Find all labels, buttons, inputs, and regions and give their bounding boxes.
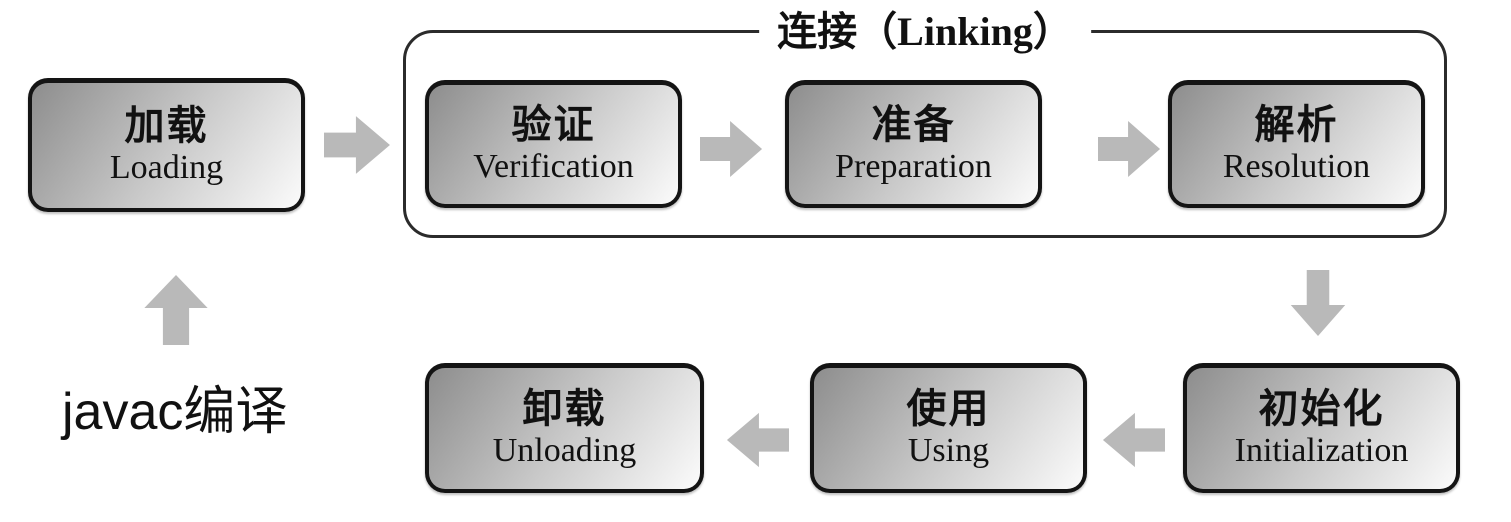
stage-loading-en-label: Loading: [109, 148, 224, 186]
stage-resolution-zh-label: 解析: [1254, 101, 1339, 147]
linking-group-frame: 连接（Linking）: [403, 6, 1447, 238]
stage-verification-zh-label: 验证: [511, 101, 596, 147]
stage-using: 使用 Using: [810, 363, 1087, 493]
javac-compile-label: javac编译: [62, 383, 288, 441]
stage-resolution: 解析 Resolution: [1168, 80, 1425, 208]
stage-unloading-en-label: Unloading: [492, 431, 637, 469]
stage-using-en-label: Using: [907, 431, 990, 469]
arrow-left-icon: [725, 411, 789, 469]
stage-preparation: 准备 Preparation: [785, 80, 1042, 208]
stage-initialization: 初始化 Initialization: [1183, 363, 1460, 493]
stage-preparation-en-label: Preparation: [835, 147, 992, 185]
stage-unloading: 卸载 Unloading: [425, 363, 704, 493]
arrow-right-icon: [324, 114, 392, 176]
stage-verification-en-label: Verification: [473, 147, 634, 185]
arrow-right-icon: [700, 119, 764, 179]
stage-unloading-zh-label: 卸载: [522, 385, 607, 431]
stage-using-zh-label: 使用: [906, 385, 991, 431]
arrow-down-icon: [1287, 270, 1349, 338]
stage-resolution-en-label: Resolution: [1222, 147, 1371, 185]
arrow-up-icon: [140, 273, 212, 345]
stage-initialization-en-label: Initialization: [1234, 431, 1409, 469]
arrow-left-icon: [1101, 411, 1165, 469]
stage-loading-zh-label: 加载: [124, 102, 209, 148]
linking-group-label: 连接（Linking）: [759, 6, 1091, 58]
stage-verification: 验证 Verification: [425, 80, 682, 208]
stage-loading: 加载 Loading: [28, 78, 305, 212]
stage-initialization-zh-label: 初始化: [1258, 385, 1385, 431]
arrow-right-icon: [1098, 119, 1162, 179]
stage-preparation-zh-label: 准备: [871, 101, 956, 147]
